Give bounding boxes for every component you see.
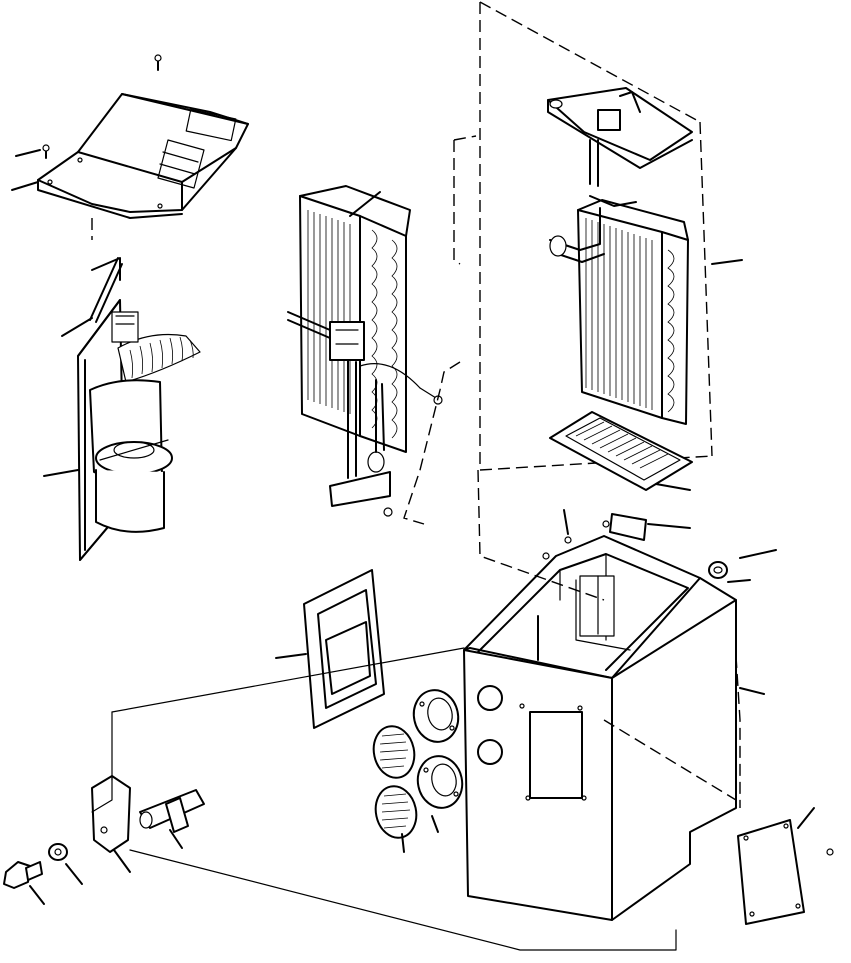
callout-7 (655, 483, 691, 491)
louver-vent-4 (374, 785, 418, 839)
cover-screw-top (154, 54, 162, 71)
front-heater-core (287, 185, 443, 517)
callout-17 (169, 829, 183, 849)
top-cover (37, 93, 249, 219)
callout-16 (431, 815, 439, 833)
dashed-evaporator-assembly (479, 1, 713, 471)
grommet (708, 561, 728, 579)
callout-3 (61, 317, 93, 337)
access-cover-plate (737, 819, 834, 925)
callout-4 (43, 469, 79, 477)
callout-13 (275, 653, 307, 659)
side-seal-gasket (303, 569, 385, 729)
blower-rod (89, 257, 123, 323)
callout-11 (727, 579, 751, 583)
callout-2 (11, 181, 39, 191)
callout-1 (15, 149, 41, 157)
callout-9 (563, 509, 569, 535)
callout-6 (711, 259, 743, 265)
blower-motor-assembly (77, 257, 201, 561)
lower-housing (463, 535, 737, 921)
callout-20 (29, 885, 45, 905)
tee-fitting (139, 789, 205, 833)
callout-10 (739, 549, 777, 559)
louver-vent-2 (372, 725, 416, 779)
callout-8 (647, 523, 691, 529)
callout-15 (401, 833, 405, 853)
callout-19 (65, 863, 83, 885)
louver-vent-3 (416, 755, 464, 809)
callout-18 (113, 849, 131, 873)
louver-vent-1 (412, 689, 460, 743)
callout-12 (739, 687, 765, 695)
callout-leaders (11, 149, 815, 905)
callout-5 (349, 191, 381, 217)
mounting-bracket (91, 775, 131, 853)
retainer-clip (542, 513, 647, 560)
bolt (3, 861, 43, 889)
air-filter-grille (549, 411, 693, 491)
cover-screw-side (42, 144, 50, 159)
washer (48, 843, 68, 861)
callout-14 (797, 807, 815, 829)
assembly-guide-lines (91, 135, 741, 951)
